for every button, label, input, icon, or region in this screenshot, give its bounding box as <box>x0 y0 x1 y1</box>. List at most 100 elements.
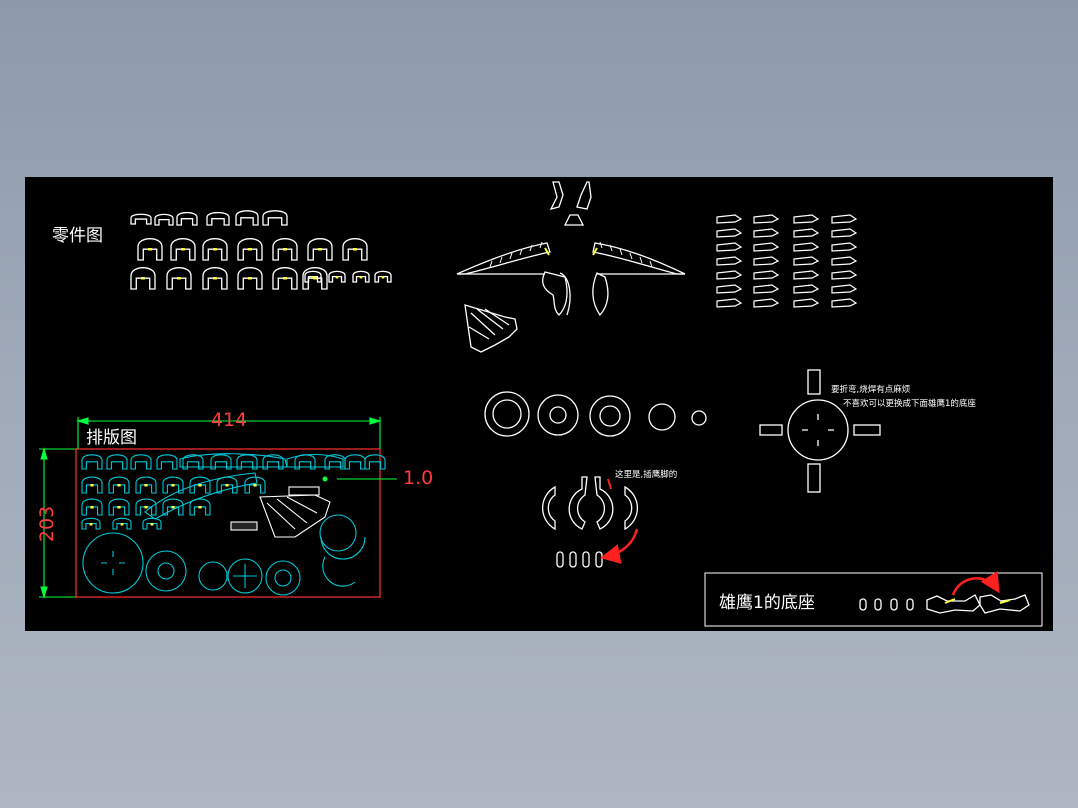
nested-parts <box>82 453 366 596</box>
part-row3-small-3-accent <box>381 276 385 279</box>
nested-row1-4 <box>182 454 204 470</box>
wing-right <box>592 242 686 275</box>
nested-row4-2 <box>142 517 162 530</box>
part-row2-2 <box>202 238 228 261</box>
nested-row3-1-accent <box>117 506 121 509</box>
part-row3-4 <box>272 267 298 290</box>
small-piece-0-5 <box>716 284 743 294</box>
leg-note-arrow <box>600 528 639 564</box>
small-piece-2-0 <box>793 214 820 224</box>
small-piece-0-1 <box>716 228 743 238</box>
small-piece-3-3 <box>831 256 858 266</box>
part-row3-0-accent <box>141 277 145 280</box>
base-arrow <box>951 570 1000 596</box>
nested-disc-large <box>82 532 144 594</box>
parts-title: 零件图 <box>52 226 103 246</box>
cad-drawing-canvas[interactable]: 零件图 <box>25 177 1053 631</box>
small-piece-1-5 <box>753 284 780 294</box>
part-row2-4-accent <box>283 248 287 251</box>
part-row3-1-accent <box>177 277 181 280</box>
part-row3-1 <box>166 267 192 290</box>
small-piece-1-0 <box>753 214 780 224</box>
part-row2-6 <box>342 238 368 261</box>
nested-wing-top <box>179 453 288 468</box>
part-row2-3-accent <box>248 248 252 251</box>
nested-ring-3 <box>227 558 263 594</box>
small-piece-3-2 <box>831 242 858 252</box>
drawing-svg: 零件图 <box>36 181 1043 627</box>
small-piece-2-5 <box>793 284 820 294</box>
eagle-parts <box>456 181 686 353</box>
cross-tab-bottom <box>807 463 821 493</box>
nested-row3-4-accent <box>198 506 202 509</box>
nested-row1-10 <box>344 454 366 470</box>
base-detail-box <box>704 572 1043 627</box>
nested-row2-5 <box>216 476 238 494</box>
part-row3-small-0 <box>304 270 322 283</box>
nested-row2-1 <box>108 476 130 494</box>
dimension-lines <box>39 417 397 599</box>
base-accents <box>944 598 1011 604</box>
part-row3-2-accent <box>213 277 217 280</box>
ring-4 <box>648 403 676 431</box>
small-piece-0-4 <box>716 270 743 280</box>
ring-3-outer <box>589 395 631 437</box>
part-row1-4 <box>235 210 259 226</box>
part-row2-2-accent <box>213 248 217 251</box>
nested-row3-2-accent <box>144 506 148 509</box>
part-row2-6-accent <box>353 248 357 251</box>
nested-ring-5 <box>319 514 357 552</box>
nested-row3-1 <box>108 498 130 516</box>
nested-row1-5 <box>210 454 232 470</box>
nested-row1-0 <box>81 454 103 470</box>
part-row2-0 <box>137 238 163 261</box>
eagle-body-left-edge <box>559 272 571 316</box>
small-piece-0-2 <box>716 242 743 252</box>
nested-ring-4 <box>265 560 301 596</box>
small-pieces-grid <box>716 214 858 308</box>
small-piece-2-6 <box>793 298 820 308</box>
eagle-leg-left <box>549 181 564 210</box>
nested-wing-top-right <box>286 453 344 468</box>
part-row3-0 <box>130 267 156 290</box>
part-row1-5 <box>262 210 288 226</box>
part-row3-small-2 <box>352 270 370 283</box>
nested-row2-1-accent <box>117 484 121 487</box>
cross-base <box>759 369 881 493</box>
part-row2-1-accent <box>181 248 185 251</box>
dimension-pointer <box>322 476 328 482</box>
note-line-1: 要折弯,烧焊有点麻烦 <box>831 384 911 395</box>
nested-row2-3 <box>162 476 184 494</box>
dimension-thickness: 1.0 <box>403 467 433 489</box>
small-piece-3-0 <box>831 214 858 224</box>
part-row3-small-1 <box>328 270 346 283</box>
nested-row3-0-accent <box>90 506 94 509</box>
nested-row2-6-accent <box>253 484 257 487</box>
cross-base-disc <box>787 399 849 461</box>
nested-wing-curve <box>144 472 258 520</box>
wing-ticks <box>489 241 653 268</box>
part-row3-small-1-accent <box>335 276 339 279</box>
part-row2-0-accent <box>148 248 152 251</box>
small-piece-3-5 <box>831 284 858 294</box>
nested-row4-1 <box>112 517 132 530</box>
small-piece-1-6 <box>753 298 780 308</box>
cross-tab-right <box>853 424 881 436</box>
ring-5 <box>691 410 707 426</box>
small-piece-2-4 <box>793 270 820 280</box>
ring-parts <box>484 391 707 437</box>
part-row2-5 <box>307 238 333 261</box>
part-row1-3 <box>206 211 230 226</box>
part-row2-5-accent <box>318 248 322 251</box>
part-row3-small-2-accent <box>359 276 363 279</box>
nested-row3-0 <box>81 498 103 516</box>
eagle-tail-fan <box>464 304 518 353</box>
nested-row1-3 <box>156 454 178 470</box>
nested-row4-2-accent <box>150 523 154 526</box>
nested-ring-1 <box>145 550 187 592</box>
wing-left <box>456 242 551 275</box>
nested-ring-2 <box>198 561 228 591</box>
wing-accents <box>544 247 598 256</box>
eagle-head-small <box>563 214 585 226</box>
part-row2-1 <box>170 238 196 261</box>
